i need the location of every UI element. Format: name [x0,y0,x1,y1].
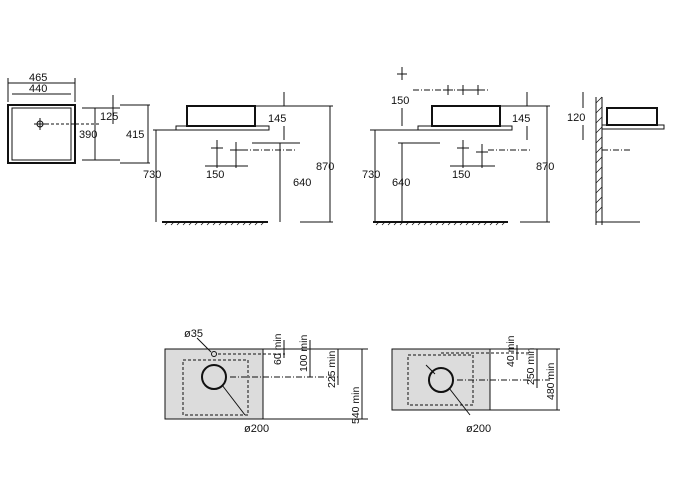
tap-hole-small [211,351,217,357]
basin-footprint [182,359,249,416]
leader-35 [196,337,212,353]
elevation-a: 730 150 145 640 870 [143,92,334,226]
dim-60min: 60 min [272,333,284,365]
wall-hatch [595,96,603,214]
counter-cutout-slab [164,348,264,420]
dim-225min: 225 min [326,350,338,388]
dim-40min: 40 min [505,335,517,367]
floor-hatch [164,221,265,226]
leader-200 [221,384,246,416]
dim-415: 415 [126,129,144,141]
label-phi35: ø35 [184,328,203,340]
side-view: 120 [567,92,665,225]
dim-440: 440 [29,83,47,95]
dim-150-b: 150 [452,169,470,181]
basin-inner [11,107,72,161]
dim-390: 390 [79,129,97,141]
dim-730: 730 [143,169,161,181]
cutout-b: ø200 40 min 250 min 480 min [391,335,560,435]
dim-150-wall: 150 [391,95,409,107]
dim-150: 150 [206,169,224,181]
dim-145: 145 [268,113,286,125]
dim-640-b: 640 [392,177,410,189]
cutout-a: ø35 ø200 60 min 100 min 225 min 540 min [164,328,368,435]
basin-elevation [186,105,256,127]
dim-540min: 540 min [350,386,362,424]
dim-640: 640 [293,177,311,189]
countertop-side [601,124,665,130]
elevation-b: 150 730 640 150 [362,67,554,226]
dim-870: 870 [316,161,334,173]
waste-hole [201,364,227,390]
dim-125: 125 [100,111,118,123]
floor-hatch-b [375,221,506,226]
dim-250min: 250 min [525,347,537,385]
dim-100min: 100 min [298,334,310,372]
waste-hole-b [428,367,454,393]
dim-480min: 480 min [545,362,557,400]
dim-870-b: 870 [536,161,554,173]
basin-outline [7,104,76,164]
basin-elevation-b [431,105,501,127]
basin-side [606,107,658,126]
countertop [175,125,270,131]
plan-view: 465 440 125 390 415 [7,72,150,164]
dim-730-b: 730 [362,169,380,181]
label-phi200-b: ø200 [466,423,491,435]
dim-465: 465 [29,72,47,84]
label-phi200: ø200 [244,423,269,435]
leader-200-b [448,387,471,416]
counter-cutout-slab-b [391,348,491,411]
dim-145-b: 145 [512,113,530,125]
dim-120: 120 [567,112,585,124]
countertop-b [417,125,513,131]
